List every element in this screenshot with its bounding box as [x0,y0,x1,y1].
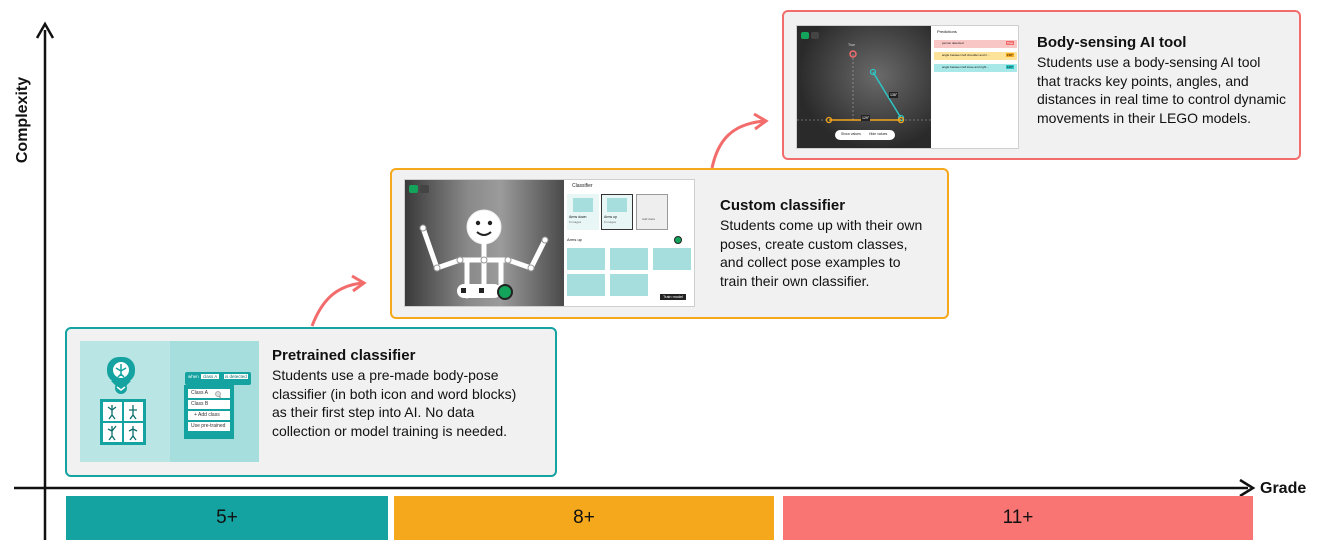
word-block-detected: is detected [224,374,248,379]
card-description: Students use a pre-made body-pose classi… [272,367,517,439]
stick-figure-illustration [409,185,549,300]
predictions-title: Predictions [937,29,957,34]
pose-tracking-overlay [797,32,931,140]
menu-item-add-class: + Add class [194,412,220,418]
prediction-value: 129° [1005,65,1014,69]
prediction-row: angle between left knee and right... 129… [934,64,1017,72]
class-name: Arms up [604,215,618,219]
x-axis-label: Grade [1260,480,1307,497]
add-class-label: Add class [642,217,656,221]
pretrained-illustration [100,357,251,445]
class-count: 6 images [569,220,582,224]
y-axis-label: Complexity [14,76,31,164]
card-title: Body-sensing AI tool [1037,34,1187,51]
prediction-row: angle between left shoulder and ri... 13… [934,52,1017,60]
prediction-value: 138° [1005,53,1014,57]
class-count: 6 images [604,220,617,224]
grade-bar-8: 8+ [394,496,774,540]
train-model-button[interactable]: Train model [660,294,686,300]
pretrained-screenshot: when class A is detected Class A Class B… [80,341,259,462]
pose-examples-grid [567,248,692,296]
add-class-button[interactable]: Add class [636,194,668,230]
card-pretrained-classifier: when class A is detected Class A Class B… [65,327,557,477]
prediction-row: person detected True [934,40,1017,48]
grade-label: 11+ [1002,507,1034,528]
card-description: Students use a body-sensing AI tool that… [1037,54,1286,126]
class-card-arms-down: Arms down 6 images [567,194,599,230]
class-card-arms-up: Arms up 6 images [601,194,633,230]
section-label: Arms up [567,237,582,242]
word-block-class: class A [201,374,220,379]
menu-item-class-b: Class B [191,401,209,407]
menu-item-use-pretrained: Use pre-trained [191,423,226,429]
card-description: Students come up with their own poses, c… [720,217,923,289]
word-block-when: when [188,374,199,379]
prediction-label: angle between left shoulder and ri... [942,53,990,57]
class-name: Arms down [569,215,587,219]
classifier-title: Classifier [572,183,593,189]
card-body-sensing-tool: True 138° 129° Show values Hide values P… [782,10,1301,160]
show-values-toggle[interactable]: Show values [841,132,861,136]
bodysensing-screenshot: True 138° 129° Show values Hide values P… [796,25,1019,149]
grade-label: 5+ [216,507,238,528]
classifier-panel: Classifier Arms down 6 images Arms up 6 … [564,180,694,306]
custom-screenshot: Classifier Arms down 6 images Arms up 6 … [404,179,695,307]
grade-bar-11: 11+ [783,496,1253,540]
grade-label: 8+ [573,507,595,528]
prediction-label: person detected [942,41,964,45]
card-title: Custom classifier [720,197,846,214]
grade-bar-5: 5+ [66,496,388,540]
top-value-label: True [848,43,856,47]
prediction-value: True [1005,41,1014,45]
menu-item-class-a: Class A [191,390,208,396]
card-text: Body-sensing AI tool Students use a body… [1037,34,1287,127]
angle-label: 129° [861,115,871,121]
prediction-label: angle between left knee and right... [942,65,989,69]
webcam-view [797,26,931,148]
card-custom-classifier: Classifier Arms down 6 images Arms up 6 … [390,168,949,319]
card-title: Pretrained classifier [272,347,416,364]
card-text: Pretrained classifier Students use a pre… [272,347,532,440]
hide-values-toggle[interactable]: Hide values [869,132,888,136]
card-text: Custom classifier Students come up with … [720,197,930,290]
status-dot [674,236,682,244]
predictions-panel: Predictions person detected True angle b… [931,26,1018,148]
angle-label: 138° [889,92,899,98]
